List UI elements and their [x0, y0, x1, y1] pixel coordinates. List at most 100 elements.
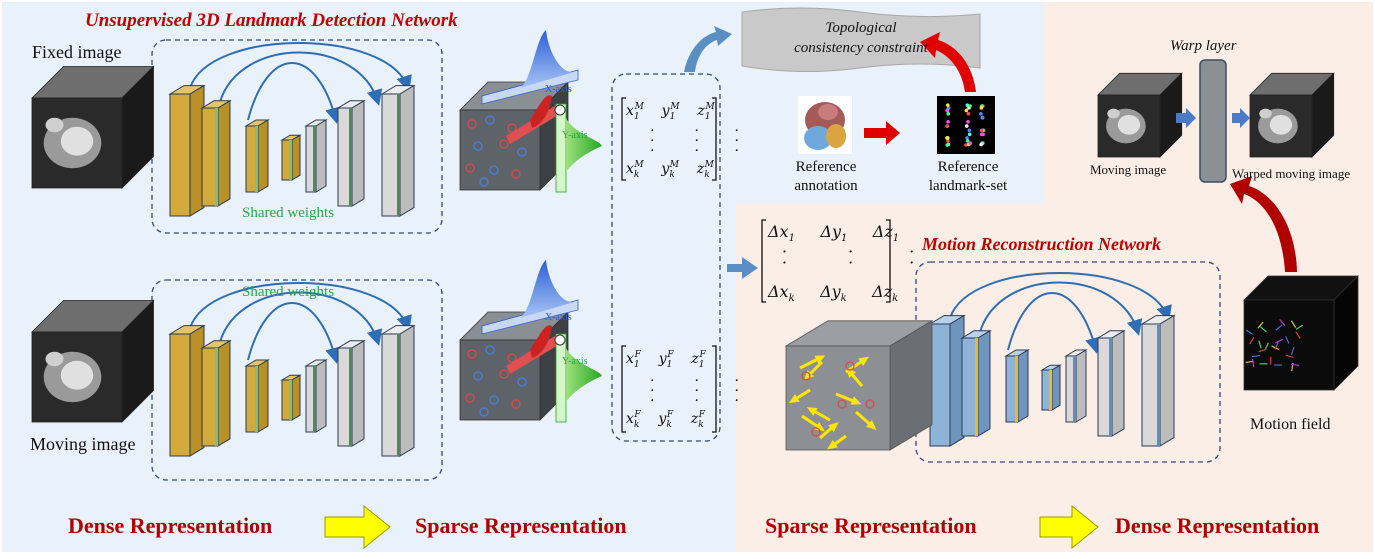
probe-tip — [555, 335, 565, 345]
fixed-image-cube — [32, 67, 154, 189]
y-axis-label-top: Y-axis — [562, 130, 588, 141]
x-axis-label-top: X-axis — [545, 84, 572, 95]
reference-landmark-dot — [979, 143, 983, 147]
decoder-layer-2 — [1098, 331, 1124, 436]
encoder-layer-2 — [962, 331, 990, 436]
encoder-layer-3 — [1006, 350, 1028, 422]
cube-front — [460, 340, 540, 420]
encoder-layer-4 — [282, 375, 300, 420]
reference-landmark-dot — [945, 109, 949, 113]
shared-weights-bottom: Shared weights — [242, 284, 334, 301]
right-dense-label: Dense Representation — [1115, 513, 1319, 539]
reference-landmark-dot — [965, 109, 969, 113]
ct-vessel — [1259, 109, 1271, 119]
ct-heart — [1118, 115, 1140, 135]
encoder-layer-2 — [202, 101, 230, 206]
reference-landmark-dot — [981, 116, 985, 120]
matrix-bottom-rowk: xkF ykF zkF — [626, 410, 705, 429]
decoder-layer-2 — [338, 101, 364, 206]
delta-dots: · · ·· · · — [782, 246, 914, 268]
ct-heart — [1270, 115, 1292, 135]
reference-landmark-dot — [980, 133, 984, 137]
encoder-layer-4 — [282, 135, 300, 180]
reference-landmark-dot — [968, 133, 972, 137]
matrix-top-dots: · · ·· · ·· · · — [650, 126, 739, 156]
encoder-layer-3 — [246, 360, 268, 432]
decoder-layer-1 — [306, 120, 326, 192]
decoder-layer-3 — [382, 86, 414, 216]
encoder-layer-3 — [246, 120, 268, 192]
detection-title: Unsupervised 3D Landmark Detection Netwo… — [85, 10, 458, 32]
reference-annotation-label: Reference annotation — [790, 158, 862, 196]
matrix-bottom-dots: · · ·· · ·· · · — [650, 376, 739, 406]
matrix-top-row1: x1M y1M z1M — [626, 102, 715, 121]
cube-front — [460, 110, 540, 190]
fixed-image-label: Fixed image — [32, 42, 121, 63]
cube-front — [1244, 300, 1334, 390]
reference-landmark-dot — [980, 129, 984, 133]
matrix-bottom-row1: x1F y1F z1F — [626, 350, 706, 369]
y-axis-bar — [556, 334, 566, 422]
motion-field-cube — [1244, 276, 1358, 390]
reference-landmark-dot — [965, 136, 969, 140]
topology-line1: Topological — [825, 20, 896, 36]
warp-layer-bar — [1200, 60, 1226, 182]
topology-line2: consistency constraint — [794, 40, 928, 56]
shared-weights-top: Shared weights — [242, 205, 334, 222]
decoder-layer-2 — [338, 341, 364, 446]
reference-landmark-dot — [980, 106, 984, 110]
reference-landmark-dot — [946, 112, 950, 116]
warp-moving-image-cube — [1098, 73, 1182, 157]
moving-image-cube — [32, 301, 154, 423]
x-axis-label-bottom: X-axis — [545, 312, 572, 323]
y-axis-bar — [556, 104, 566, 192]
delta-rowk: Δxk Δyk Δzk — [768, 282, 898, 304]
decoder-layer-1 — [1066, 350, 1086, 422]
reference-landmark-image — [937, 96, 995, 154]
reference-landmark-dot — [979, 112, 983, 116]
warped-image-cube — [1250, 73, 1334, 157]
reference-landmark-dot — [966, 120, 970, 124]
warped-moving-label: Warped moving image — [1232, 166, 1350, 182]
warp-moving-label: Moving image — [1090, 162, 1166, 178]
ref-landmark-line2: landmark-set — [929, 178, 1007, 194]
reference-landmark-dot — [945, 124, 949, 128]
matrix-top-rowk: xkM ykM zkM — [626, 160, 714, 179]
encoder-layer-1 — [170, 86, 204, 216]
motion-title: Motion Reconstruction Network — [922, 234, 1161, 255]
sparse-displacement-cube — [786, 321, 932, 450]
ct-heart — [61, 361, 93, 390]
cube-front — [786, 346, 890, 450]
encoder-layer-1 — [170, 326, 204, 456]
reference-landmark-dot — [968, 129, 972, 133]
topology-constraint-label: Topological consistency constraint — [742, 18, 980, 58]
reference-annotation-image — [798, 96, 852, 154]
delta-row1: Δx1 Δy1 Δz1 — [768, 222, 899, 244]
reference-landmark-dot — [967, 112, 971, 116]
y-axis-label-bottom: Y-axis — [562, 356, 588, 367]
right-sparse-label: Sparse Representation — [765, 513, 977, 539]
decoder-layer-1 — [306, 360, 326, 432]
warp-layer-title: Warp layer — [1170, 38, 1237, 55]
decoder-layer-3 — [1142, 316, 1174, 446]
ct-vessel — [46, 352, 64, 366]
ct-vessel — [1107, 109, 1119, 119]
encoder-layer-2 — [202, 341, 230, 446]
reference-landmark-dot — [946, 103, 950, 107]
moving-image-label: Moving image — [30, 434, 136, 455]
ref-annotation-line1: Reference — [796, 159, 857, 175]
decoder-layer-3 — [382, 326, 414, 456]
probe-tip — [555, 105, 565, 115]
ct-vessel — [46, 118, 64, 132]
reference-landmark-dot — [945, 136, 949, 140]
motion-field-label: Motion field — [1250, 416, 1330, 434]
encoder-layer-4 — [1042, 365, 1060, 410]
left-sparse-label: Sparse Representation — [415, 513, 627, 539]
reference-landmark-dot — [969, 141, 973, 145]
reference-landmark-dot — [946, 120, 950, 124]
reference-landmark-dot — [965, 124, 969, 128]
ref-annotation-line2: annotation — [794, 178, 857, 194]
reference-landmark-dot — [945, 143, 949, 147]
